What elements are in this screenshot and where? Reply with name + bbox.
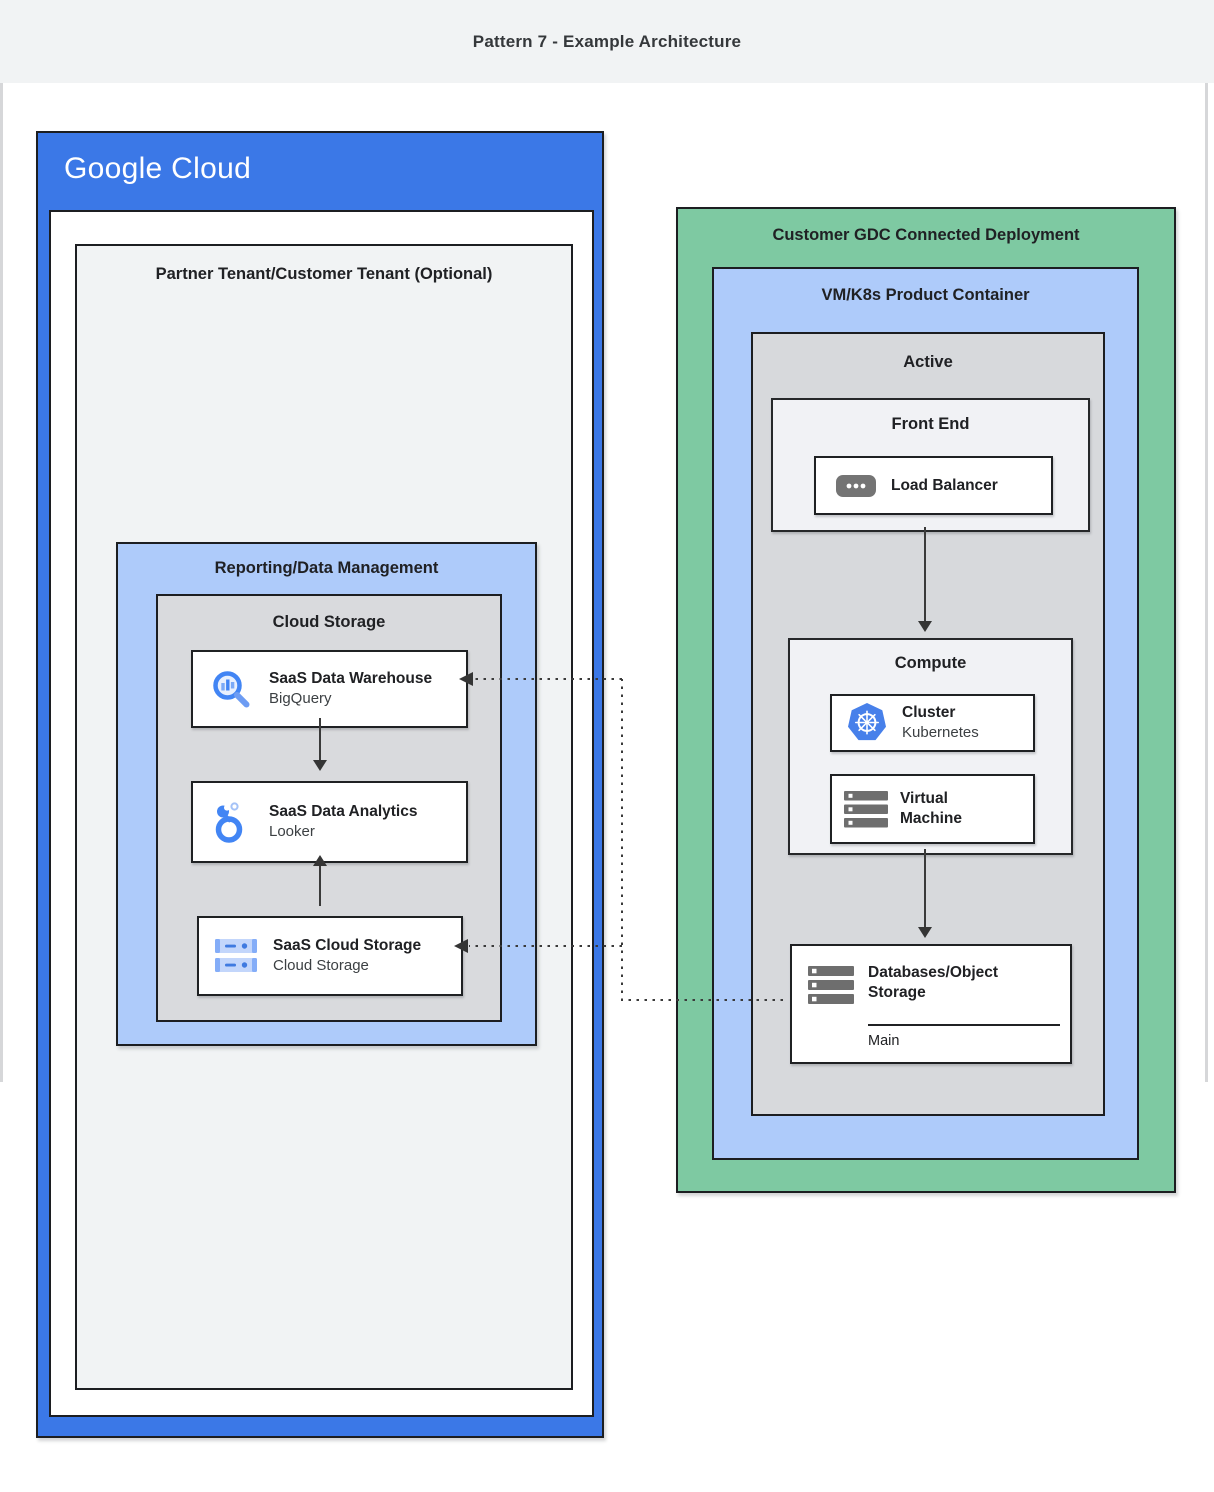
cluster-title: Cluster (902, 704, 956, 721)
saas-data-analytics-subtitle: Looker (269, 823, 315, 840)
front-end-box: Front End Load Balancer (771, 398, 1090, 532)
vm-k8s-title: VM/K8s Product Container (821, 286, 1030, 304)
saas-data-analytics-title: SaaS Data Analytics (269, 803, 418, 820)
google-cloud-inner-box: Partner Tenant/Customer Tenant (Optional… (49, 210, 594, 1417)
customer-gdc-title: Customer GDC Connected Deployment (772, 226, 1080, 244)
load-balancer-node: Load Balancer (814, 456, 1053, 515)
cloud-storage-icon (215, 939, 257, 972)
vm-k8s-product-container-box: VM/K8s Product Container Active Front En… (712, 267, 1139, 1160)
google-cloud-container: Google Cloud Partner Tenant/Customer Ten… (36, 131, 604, 1438)
compute-title: Compute (894, 654, 967, 672)
virtual-machine-node: Virtual Machine (830, 774, 1035, 844)
diagram-header: Pattern 7 - Example Architecture (0, 0, 1214, 83)
cluster-node: Cluster Kubernetes (830, 694, 1035, 752)
kubernetes-icon (848, 703, 886, 741)
saas-cloud-storage-node: SaaS Cloud Storage Cloud Storage (197, 916, 463, 996)
load-balancer-label: Load Balancer (891, 476, 998, 494)
reporting-data-management-box: Reporting/Data Management Cloud Storage (116, 542, 537, 1046)
compute-box: Compute (788, 638, 1073, 855)
databases-divider (868, 1024, 1060, 1026)
virtual-machine-icon (844, 790, 888, 827)
virtual-machine-title: Virtual Machine (900, 790, 963, 827)
partner-tenant-title: Partner Tenant/Customer Tenant (Optional… (155, 265, 493, 283)
partner-tenant-box: Partner Tenant/Customer Tenant (Optional… (75, 244, 573, 1390)
active-title: Active (903, 353, 953, 371)
page-title: Pattern 7 - Example Architecture (472, 31, 742, 51)
saas-data-warehouse-node: SaaS Data Warehouse BigQuery (191, 650, 468, 728)
front-end-title: Front End (891, 415, 970, 433)
reporting-title: Reporting/Data Management (214, 559, 439, 577)
databases-main-label: Main (868, 1033, 900, 1049)
saas-data-warehouse-subtitle: BigQuery (269, 690, 332, 707)
cluster-subtitle: Kubernetes (902, 724, 979, 741)
saas-data-analytics-node: SaaS Data Analytics Looker (191, 781, 468, 863)
active-box: Active Front End Load Balancer (751, 332, 1105, 1116)
cloud-storage-group-title: Cloud Storage (272, 613, 386, 631)
storage-server-icon (808, 966, 854, 1004)
google-cloud-logo: Google Cloud (64, 152, 252, 185)
customer-gdc-deployment-box: Customer GDC Connected Deployment VM/K8s… (676, 207, 1176, 1193)
cloud-storage-group-box: Cloud Storage SaaS Data War (156, 594, 502, 1022)
looker-icon (215, 802, 243, 843)
databases-object-storage-node: Databases/Object Storage Main (790, 944, 1072, 1064)
saas-cloud-storage-subtitle: Cloud Storage (273, 957, 369, 974)
databases-title: Databases/Object Storage (868, 964, 999, 1001)
saas-cloud-storage-title: SaaS Cloud Storage (273, 937, 422, 954)
bigquery-icon (213, 671, 250, 708)
load-balancer-icon (836, 474, 876, 497)
page-left-edge (0, 83, 3, 1082)
page-right-edge (1205, 83, 1208, 1082)
saas-data-warehouse-title: SaaS Data Warehouse (269, 670, 433, 687)
